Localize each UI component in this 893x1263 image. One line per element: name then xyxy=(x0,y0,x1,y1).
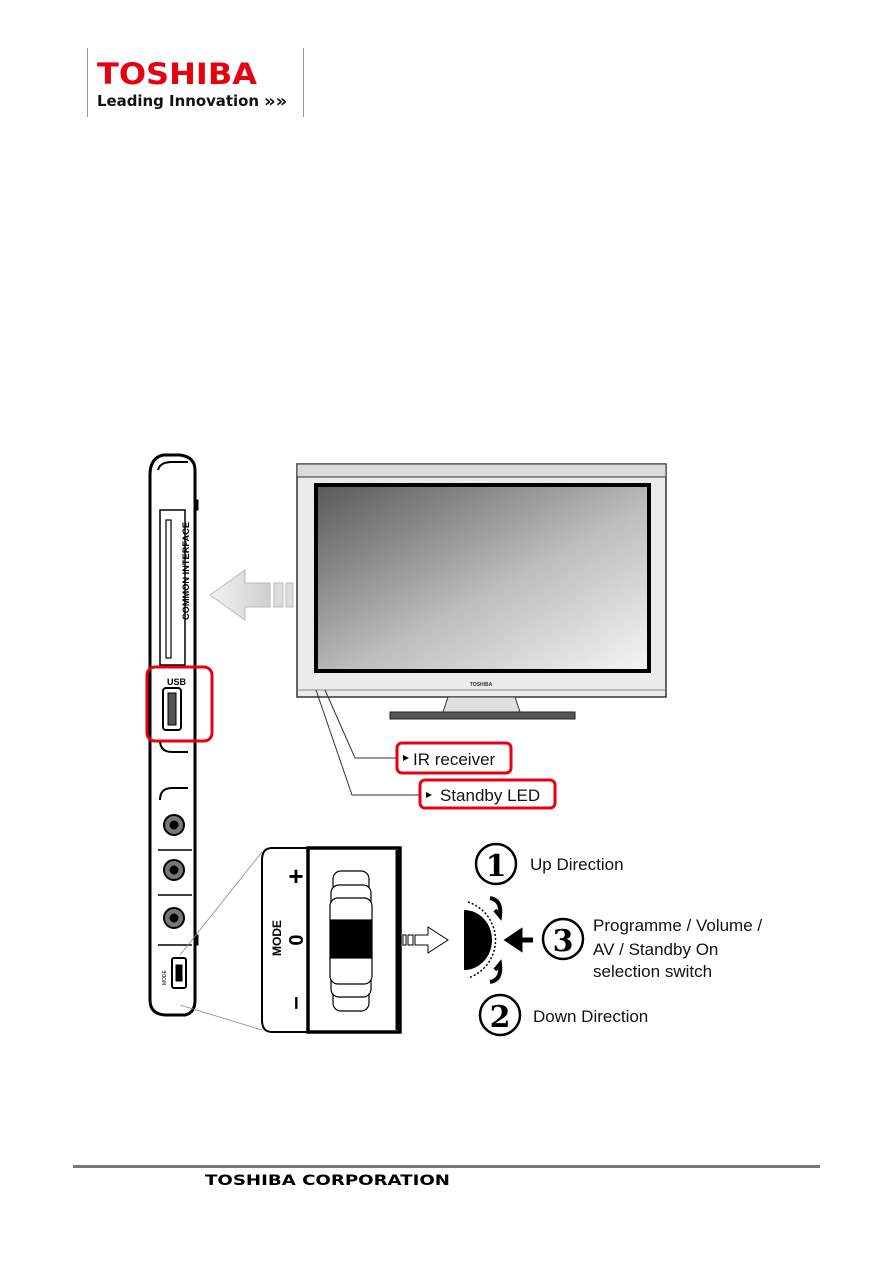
logo-block: TOSHIBA Leading Innovation »» xyxy=(87,48,304,117)
step-3: 3 Programme / Volume / AV / Standby On s… xyxy=(541,916,762,981)
tv-side-panel: COMMON INTERFACE USB MODE xyxy=(148,453,199,1017)
switch-mode-label: MODE xyxy=(270,920,284,956)
standby-led-label: Standby LED xyxy=(440,786,540,805)
arrow-right-icon xyxy=(402,926,449,954)
mode-switch-closeup: + 0 MODE – xyxy=(261,846,402,1034)
usb-label: USB xyxy=(167,677,187,687)
callout-lines xyxy=(315,689,420,796)
mode-side-label: MODE xyxy=(162,969,168,985)
logo-tagline: Leading Innovation xyxy=(97,92,259,110)
step-1: 1 Up Direction xyxy=(474,842,624,886)
logo-toshiba: TOSHIBA xyxy=(97,57,258,91)
step-3-label-line-3: selection switch xyxy=(593,962,712,981)
footer-company: TOSHIBA CORPORATION xyxy=(205,1173,450,1189)
usb-port xyxy=(162,687,182,731)
switch-knob-icon xyxy=(464,896,533,984)
step-1-number: 1 xyxy=(486,849,507,884)
switch-wheel xyxy=(329,870,373,1012)
step-3-number: 3 xyxy=(553,924,574,959)
common-interface-label: COMMON INTERFACE xyxy=(181,522,191,620)
step-2-label: Down Direction xyxy=(533,1007,648,1026)
usb-highlight-box xyxy=(145,665,214,743)
ir-receiver-label: IR receiver xyxy=(413,750,496,769)
step-3-label-line-1: Programme / Volume / xyxy=(593,916,762,935)
switch-minus-label: – xyxy=(282,996,309,1009)
switch-zero-label: 0 xyxy=(286,934,308,945)
step-2: 2 Down Direction xyxy=(478,993,648,1037)
step-2-number: 2 xyxy=(490,1000,511,1035)
step-3-label-line-2: AV / Standby On xyxy=(593,940,718,959)
step-1-label: Up Direction xyxy=(530,855,624,874)
logo-chevrons-icon: »» xyxy=(264,91,287,112)
ir-receiver-callout: IR receiver xyxy=(395,741,513,775)
arrow-left-icon xyxy=(209,569,294,621)
switch-plus-label: + xyxy=(288,861,303,891)
standby-led-callout: Standby LED xyxy=(418,778,557,810)
tv-badge: TOSHIBA xyxy=(470,682,493,688)
zoom-guide-lines xyxy=(179,851,263,1031)
tv-front: TOSHIBA xyxy=(296,463,667,720)
